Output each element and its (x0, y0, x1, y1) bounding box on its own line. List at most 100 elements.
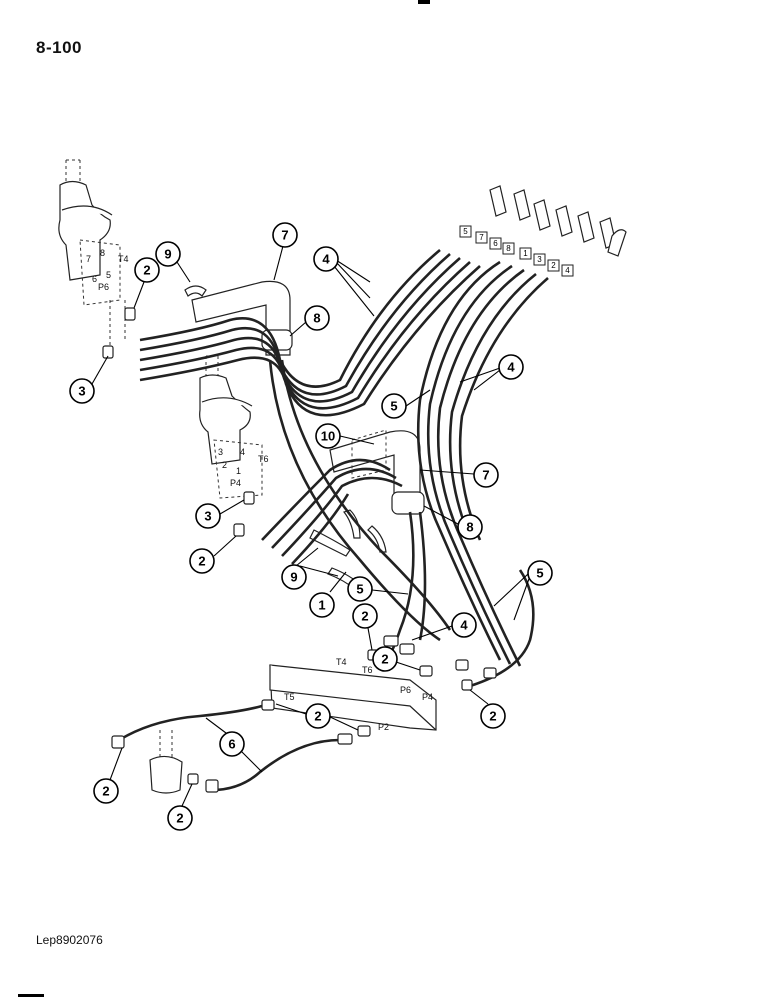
fitting (243, 491, 255, 505)
svg-text:4: 4 (507, 360, 515, 375)
svg-text:2: 2 (143, 263, 150, 278)
manifold-block: T4 T6 P6 P4 T5 P2 (269, 657, 437, 732)
callout-2: 2 (480, 703, 506, 729)
port-label: 3 (218, 447, 223, 457)
valve-tag: 7 (475, 231, 488, 244)
fitting (124, 307, 136, 321)
svg-text:9: 9 (164, 247, 171, 262)
port-label: T5 (284, 692, 295, 702)
svg-text:2: 2 (314, 709, 321, 724)
fitting (111, 735, 125, 749)
port-label: P6 (400, 685, 411, 695)
callout-2: 2 (305, 703, 331, 729)
fitting (483, 667, 497, 679)
svg-text:2: 2 (381, 652, 388, 667)
right-hose-bundle (416, 260, 549, 667)
fitting (419, 665, 433, 677)
svg-text:7: 7 (479, 233, 484, 242)
fitting (102, 345, 114, 359)
port-label: 6 (92, 274, 97, 284)
fittings (102, 307, 497, 793)
port-label: P4 (422, 692, 433, 702)
callout-2: 2 (189, 548, 215, 574)
svg-text:2: 2 (198, 554, 205, 569)
callout-4: 4 (498, 354, 524, 380)
svg-text:7: 7 (482, 468, 489, 483)
valve-tag: 3 (533, 253, 546, 266)
fitting (383, 635, 399, 647)
upper-control-lever: 8 7 T4 6 5 P6 (58, 159, 129, 345)
port-label: 8 (100, 248, 105, 258)
svg-text:8: 8 (313, 311, 320, 326)
callout-7: 7 (473, 462, 499, 488)
svg-text:4: 4 (322, 252, 330, 267)
callout-5: 5 (347, 576, 373, 602)
callout-2: 2 (93, 778, 119, 804)
valve-tag: 1 (519, 247, 532, 260)
svg-text:4: 4 (565, 266, 570, 275)
svg-text:5: 5 (536, 566, 543, 581)
valve-tag: 2 (547, 259, 560, 272)
callout-5: 5 (381, 393, 407, 419)
lower-control-lever: 3 4 T6 2 1 P4 (199, 355, 269, 499)
svg-text:5: 5 (356, 582, 363, 597)
callout-9: 9 (155, 241, 181, 267)
page-number: 8-100 (36, 38, 82, 57)
svg-text:2: 2 (176, 811, 183, 826)
svg-text:10: 10 (321, 429, 335, 444)
port-label: 7 (86, 254, 91, 264)
svg-text:4: 4 (460, 618, 468, 633)
callout-10: 10 (315, 423, 341, 449)
callout-6: 6 (219, 731, 245, 757)
port-label: P2 (378, 722, 389, 732)
valve-tags: 5 7 6 8 1 3 2 4 (459, 225, 574, 277)
fitting (399, 643, 415, 655)
svg-text:3: 3 (537, 255, 542, 264)
svg-text:9: 9 (290, 570, 297, 585)
reference-code: Lep8902076 (36, 933, 103, 947)
svg-text:7: 7 (281, 228, 288, 243)
svg-text:1: 1 (523, 249, 528, 258)
svg-text:8: 8 (506, 244, 511, 253)
upper-hose-bundle (139, 249, 481, 642)
port-label: P6 (98, 282, 109, 292)
svg-text:6: 6 (493, 239, 498, 248)
port-label: P4 (230, 478, 241, 488)
callout-3: 3 (69, 378, 95, 404)
fitting (357, 725, 371, 737)
valve-tag: 8 (502, 242, 515, 255)
fitting (261, 699, 275, 711)
port-label: 5 (106, 270, 111, 280)
svg-text:2: 2 (102, 784, 109, 799)
callout-9: 9 (281, 564, 307, 590)
fitting (233, 523, 245, 537)
valve-tag: 6 (489, 237, 502, 250)
fitting (461, 679, 473, 691)
svg-text:8: 8 (466, 520, 473, 535)
callout-2: 2 (352, 603, 378, 629)
svg-text:2: 2 (489, 709, 496, 724)
port-label: T6 (258, 454, 269, 464)
callout-2: 2 (134, 257, 160, 283)
callout-3: 3 (195, 503, 221, 529)
callout-8: 8 (304, 305, 330, 331)
svg-text:2: 2 (551, 261, 556, 270)
callout-4: 4 (451, 612, 477, 638)
valve-tag: 5 (459, 225, 472, 238)
callout-8: 8 (457, 514, 483, 540)
callout-5: 5 (527, 560, 553, 586)
callout-7: 7 (272, 222, 298, 248)
svg-text:6: 6 (228, 737, 235, 752)
port-label: T6 (362, 665, 373, 675)
port-label: T4 (336, 657, 347, 667)
svg-text:3: 3 (78, 384, 85, 399)
port-label: 4 (240, 447, 245, 457)
svg-text:1: 1 (318, 598, 325, 613)
fitting (337, 733, 353, 745)
callout-2: 2 (372, 646, 398, 672)
valve-fittings (489, 185, 627, 257)
bottom-fragment (18, 994, 44, 997)
callout-2: 2 (167, 805, 193, 831)
svg-text:5: 5 (390, 399, 397, 414)
